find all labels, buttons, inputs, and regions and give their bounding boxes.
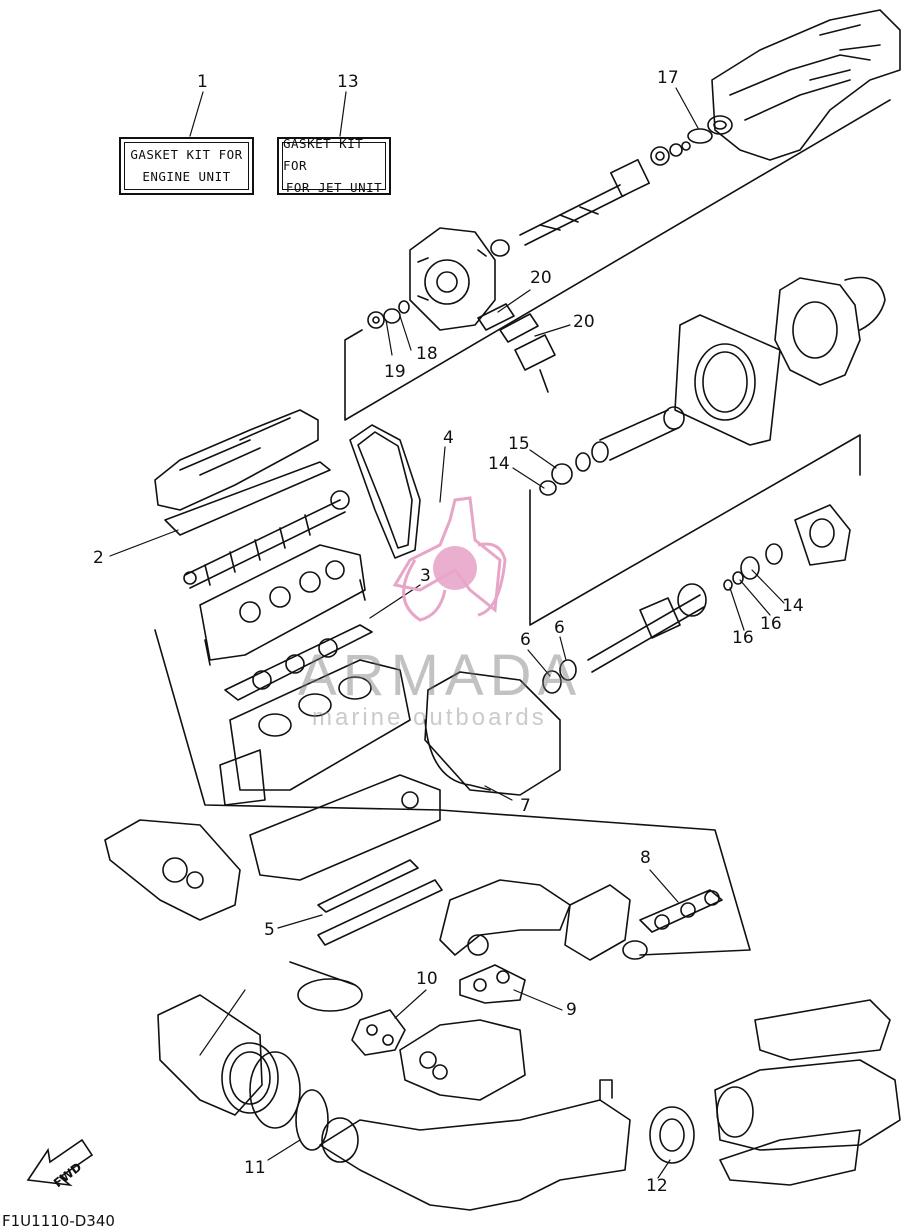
- bearing-set: [650, 141, 691, 166]
- engine-kit-line1: GASKET KIT FOR: [130, 147, 243, 162]
- watermark-tagline: marine outboards: [312, 704, 547, 731]
- muffler: [157, 994, 279, 1116]
- callout-14b: 14: [782, 596, 804, 616]
- engine-gasket-kit-box: GASKET KIT FOR ENGINE UNIT: [119, 137, 254, 195]
- exhaust-pipe: [319, 1079, 631, 1211]
- output-shaft: [587, 583, 707, 673]
- bracket-shaft-lower: [529, 434, 861, 626]
- callout-1: 1: [197, 72, 208, 92]
- o-ring-11: [295, 1089, 329, 1151]
- cylinder-block: [219, 659, 411, 806]
- cylinder-head: [199, 544, 366, 666]
- crankcase: [249, 774, 441, 881]
- engine-kit-line2: ENGINE UNIT: [142, 169, 231, 184]
- gasket-ring: [249, 1051, 301, 1129]
- fwd-arrow-icon: [26, 1138, 94, 1187]
- callout-20b: 20: [573, 312, 595, 332]
- exhaust-gasket-10: [351, 1009, 406, 1056]
- seals-6: [542, 659, 577, 694]
- callout-16b: 16: [760, 614, 782, 634]
- head-gasket-3: [224, 624, 373, 701]
- bracket-jet-upper: [344, 99, 891, 421]
- callout-7: 7: [520, 796, 531, 816]
- head-cover-gasket-2: [164, 461, 331, 536]
- oil-pan-gasket-5: [317, 859, 443, 946]
- callout-17: 17: [657, 68, 679, 88]
- callout-20a: 20: [530, 268, 552, 288]
- camshaft: [183, 490, 350, 589]
- exhaust-manifold: [439, 879, 631, 961]
- head-cover: [154, 409, 319, 511]
- timing-chain: [349, 424, 421, 559]
- callout-10: 10: [416, 969, 438, 989]
- drive-shaft: [490, 158, 650, 257]
- armada-logo-watermark: [392, 496, 507, 622]
- diagram-code: F1U1110-D340: [2, 1212, 115, 1230]
- callout-3: 3: [420, 566, 431, 586]
- o-ring-17: [687, 128, 713, 144]
- jet-kit-line1: GASKET KIT FOR: [283, 136, 364, 173]
- bearing-tube: [539, 406, 685, 496]
- watermark-brand: ARMADA: [298, 643, 583, 708]
- callout-14a: 14: [488, 454, 510, 474]
- callout-5: 5: [264, 920, 275, 940]
- callout-9: 9: [566, 1000, 577, 1020]
- callout-4: 4: [443, 428, 454, 448]
- exhaust-gasket-12: [649, 1106, 695, 1164]
- callout-18: 18: [416, 344, 438, 364]
- callout-8: 8: [640, 848, 651, 868]
- callout-6a: 6: [520, 630, 531, 650]
- exhaust-gasket-8: [622, 889, 723, 960]
- callout-15: 15: [508, 434, 530, 454]
- jet-nozzle: [774, 276, 886, 386]
- jet-kit-line2: FOR JET UNIT: [285, 180, 383, 195]
- callout-11: 11: [244, 1158, 266, 1178]
- callout-6b: 6: [554, 618, 565, 638]
- bracket-engine: [154, 629, 751, 956]
- exhaust-gasket-9: [459, 964, 526, 1004]
- cover-gasket-7: [424, 671, 561, 796]
- callout-2: 2: [93, 548, 104, 568]
- impeller-housing: [409, 227, 496, 331]
- jet-gasket-kit-box: GASKET KIT FOR FOR JET UNIT: [277, 136, 391, 195]
- hose-clamp: [289, 961, 363, 1012]
- front-cover: [104, 819, 241, 921]
- exhaust-elbow: [399, 1019, 526, 1101]
- leader-lines: [109, 87, 785, 1179]
- jet-pump-housing: [707, 9, 901, 161]
- water-box: [714, 999, 901, 1186]
- shaft-seals-14-16: [723, 504, 851, 591]
- callout-16a: 16: [732, 628, 754, 648]
- gasket-20-assembly: [477, 303, 556, 393]
- callout-19: 19: [384, 362, 406, 382]
- callout-12: 12: [646, 1176, 668, 1196]
- intake-plate: [674, 314, 781, 446]
- callout-13: 13: [337, 72, 359, 92]
